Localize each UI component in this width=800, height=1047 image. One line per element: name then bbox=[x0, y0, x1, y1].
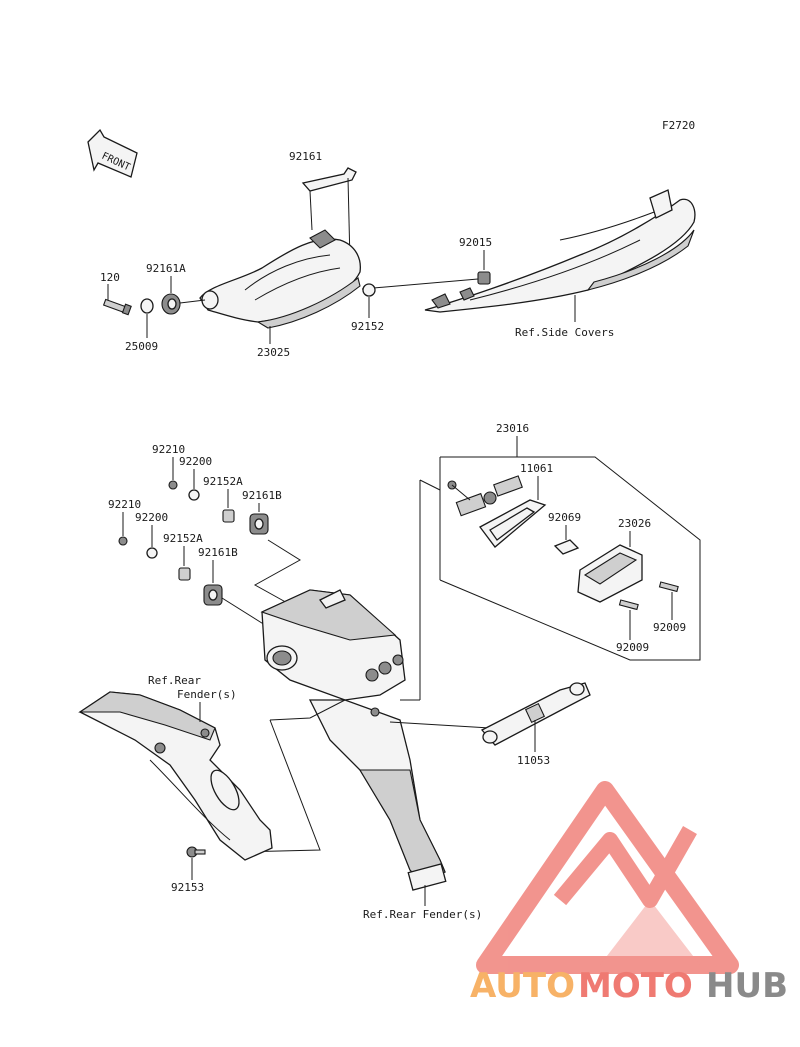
label-92069: 92069 bbox=[548, 511, 581, 524]
label-ref-side-covers: Ref.Side Covers bbox=[515, 326, 614, 339]
grommet-92161B-b bbox=[203, 584, 223, 606]
nut-92210-a bbox=[168, 480, 178, 490]
label-92161B-a: 92161B bbox=[242, 489, 282, 502]
label-11053: 11053 bbox=[517, 754, 550, 767]
label-ref-rear-bottom: Ref.Rear Fender(s) bbox=[363, 908, 482, 921]
label-92161: 92161 bbox=[289, 150, 322, 163]
bolt-92153 bbox=[186, 846, 206, 858]
washer-92152 bbox=[362, 283, 376, 297]
screw-92009-b bbox=[618, 599, 639, 611]
bracket-92161 bbox=[301, 167, 357, 263]
license-light-box bbox=[400, 456, 701, 701]
lens-23026 bbox=[577, 544, 643, 603]
watermark-moto: MOTO bbox=[578, 966, 693, 1006]
watermark-logo-icon bbox=[476, 781, 739, 974]
label-23026: 23026 bbox=[618, 517, 651, 530]
washer-25009 bbox=[140, 298, 154, 314]
front-arrow-icon: FRONT bbox=[87, 128, 138, 178]
label-92009-a: 92009 bbox=[653, 621, 686, 634]
label-92152: 92152 bbox=[351, 320, 384, 333]
grommet-92161B-a bbox=[249, 513, 269, 535]
label-92210-a: 92210 bbox=[152, 443, 185, 456]
label-23016: 23016 bbox=[496, 422, 529, 435]
label-92153: 92153 bbox=[171, 881, 204, 894]
collar-92152A-a bbox=[222, 509, 235, 523]
figure-code: F2720 bbox=[662, 119, 695, 132]
tail-cover-23025 bbox=[199, 229, 361, 329]
label-ref-rear-1: Ref.Rear bbox=[148, 674, 201, 687]
label-92200-b: 92200 bbox=[135, 511, 168, 524]
screw-92009-a bbox=[658, 581, 679, 593]
label-ref-rear-2: Fender(s) bbox=[177, 688, 237, 701]
label-92015: 92015 bbox=[459, 236, 492, 249]
grommet-92161A bbox=[161, 293, 181, 315]
label-92200-a: 92200 bbox=[179, 455, 212, 468]
nut-92210-b bbox=[118, 536, 128, 546]
label-92161B-b: 92161B bbox=[198, 546, 238, 559]
rear-fender-left bbox=[78, 691, 273, 861]
label-92009-b: 92009 bbox=[616, 641, 649, 654]
label-11061: 11061 bbox=[520, 462, 553, 475]
label-92152A-a: 92152A bbox=[203, 475, 243, 488]
tail-bracket bbox=[260, 589, 447, 891]
lamp-socket bbox=[447, 475, 523, 517]
gasket-11061 bbox=[479, 499, 547, 548]
watermark-hub: HUB bbox=[706, 966, 788, 1006]
washer-92200-a bbox=[188, 489, 200, 501]
label-92152A-b: 92152A bbox=[163, 532, 203, 545]
side-covers bbox=[424, 189, 696, 313]
watermark-text: AUTO MOTO HUB bbox=[470, 966, 788, 1006]
clip-92069 bbox=[553, 539, 580, 555]
bolt-120 bbox=[102, 298, 132, 316]
label-25009: 25009 bbox=[125, 340, 158, 353]
collar-92152A-b bbox=[178, 567, 191, 581]
label-92161A: 92161A bbox=[146, 262, 186, 275]
grommet-92015 bbox=[477, 271, 491, 285]
label-92210-b: 92210 bbox=[108, 498, 141, 511]
watermark-auto: AUTO bbox=[470, 966, 575, 1006]
label-120: 120 bbox=[100, 271, 120, 284]
label-23025: 23025 bbox=[257, 346, 290, 359]
license-bracket-11053 bbox=[480, 682, 591, 746]
washer-92200-b bbox=[146, 547, 158, 559]
